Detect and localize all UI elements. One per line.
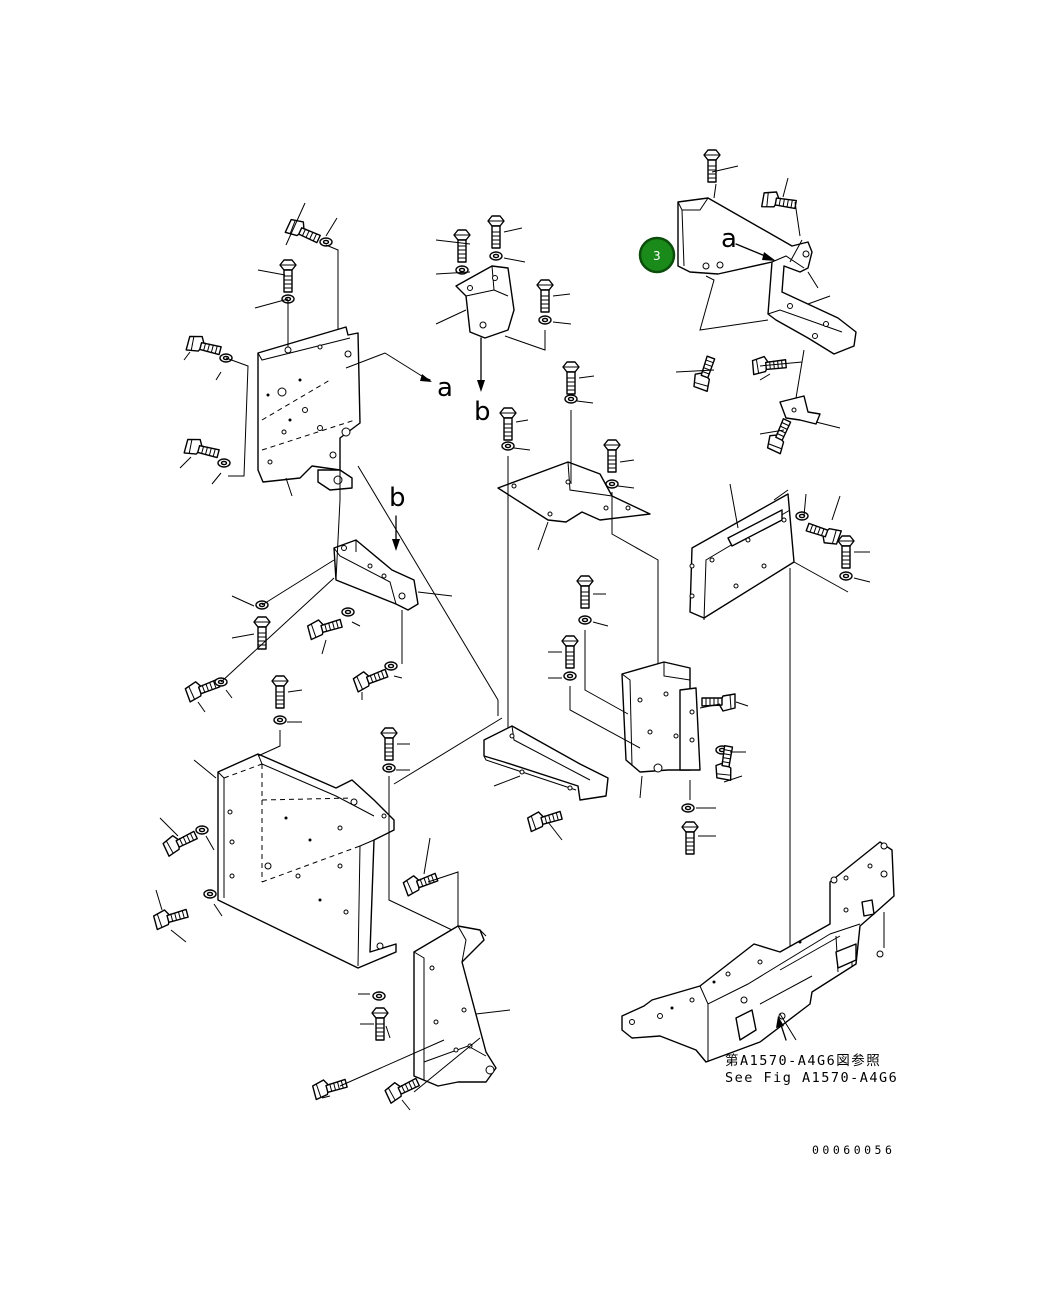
upper-left-bracket xyxy=(257,326,361,491)
reference-note-jp: 第A1570-A4G6図参照 xyxy=(725,1052,881,1069)
top-right-bracket: a xyxy=(675,149,857,455)
reference-note: 第A1570-A4G6図参照 See Fig A1570-A4G6 xyxy=(725,1052,898,1086)
reference-note-en: See Fig A1570-A4G6 xyxy=(725,1070,898,1086)
callout-circle[interactable] xyxy=(638,236,676,274)
arrow-a-left: a xyxy=(345,352,453,403)
lower-center-bracket xyxy=(311,837,511,1111)
callout-number[interactable]: 3 xyxy=(653,249,661,263)
lower-right-main-frame xyxy=(621,841,895,1063)
middle-left-bracket: b xyxy=(183,483,453,713)
label-b-mid: b xyxy=(389,483,406,513)
lower-left-box-frame xyxy=(152,675,453,1041)
center-mounting-plate xyxy=(497,361,659,738)
label-a-right: a xyxy=(721,224,737,254)
label-b-top: b xyxy=(474,397,491,427)
right-side-bracket xyxy=(689,483,871,978)
upper-left-bracket-fasteners xyxy=(179,202,341,500)
label-a-left: a xyxy=(437,373,453,403)
center-right-vertical-bracket xyxy=(548,575,749,855)
callout-marker[interactable]: 3 xyxy=(638,236,676,274)
drawing-code: 00060056 xyxy=(812,1143,895,1157)
top-center-bracket: b xyxy=(435,215,572,427)
middle-cross-bracket xyxy=(357,465,609,841)
